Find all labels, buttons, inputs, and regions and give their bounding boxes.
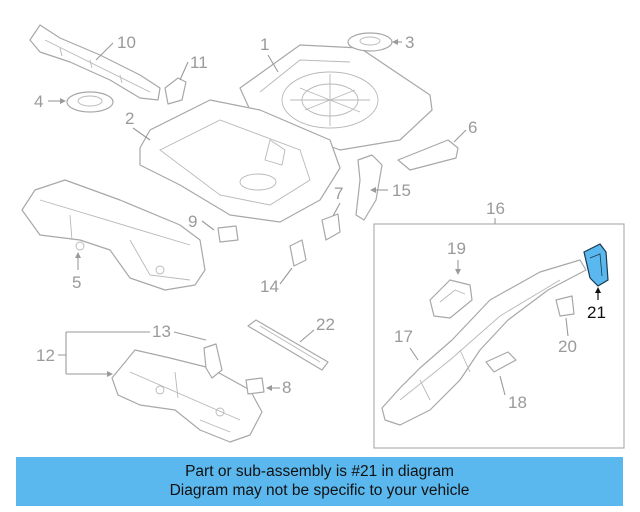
leader-6 [453, 129, 467, 143]
callout-19: 19 [447, 239, 466, 258]
callout-8: 8 [282, 378, 291, 397]
leader-7 [332, 202, 341, 217]
part-20-bracket[interactable] [555, 295, 575, 317]
arrow-3 [392, 39, 398, 45]
leader-2 [132, 127, 151, 141]
leader-12 [58, 331, 150, 375]
arrow-8 [266, 385, 272, 391]
parts-diagram: 10 11 4 1 3 2 6 [21, 24, 625, 449]
part-4-plug[interactable] [66, 91, 114, 113]
callout-15: 15 [392, 181, 411, 200]
part-6-panel[interactable] [397, 139, 459, 171]
callout-22: 22 [316, 315, 335, 334]
callout-2: 2 [125, 109, 134, 128]
info-banner: Part or sub-assembly is #21 in diagram D… [16, 457, 623, 506]
arrow-21 [595, 287, 601, 293]
callout-11: 11 [190, 53, 208, 72]
part-10-cross-member[interactable] [29, 24, 161, 101]
part-17-side-rail[interactable] [381, 259, 587, 426]
leader-11 [179, 61, 189, 81]
arrow-15 [370, 187, 376, 193]
callout-1: 1 [260, 35, 269, 54]
part-8-clip[interactable] [245, 377, 265, 395]
banner-line-2: Diagram may not be specific to your vehi… [169, 482, 470, 499]
callout-7: 7 [334, 184, 343, 203]
part-3-cover[interactable] [347, 32, 393, 52]
callout-18: 18 [508, 393, 527, 412]
part-9-clip[interactable] [217, 225, 239, 243]
arrow-5 [75, 252, 81, 258]
part-19-panel[interactable] [429, 279, 473, 319]
part-14-bracket[interactable] [289, 239, 307, 267]
callout-16: 16 [486, 199, 505, 218]
callout-5: 5 [72, 273, 81, 292]
leader-22 [299, 329, 315, 343]
callout-4: 4 [34, 92, 43, 111]
part-5-cross-member[interactable] [21, 179, 206, 291]
arrow-4 [60, 98, 66, 104]
part-7-bracket[interactable] [321, 213, 341, 241]
leader-1 [267, 54, 279, 73]
part-18-bracket[interactable] [485, 351, 517, 373]
callout-14: 14 [260, 277, 279, 296]
leader-9 [201, 220, 215, 231]
part-2-floor-pan[interactable] [139, 99, 341, 223]
part-13-bracket[interactable] [203, 343, 223, 379]
arrow-12 [107, 371, 113, 377]
leader-10 [95, 42, 114, 61]
banner-line-1: Part or sub-assembly is #21 in diagram [185, 463, 454, 480]
leader-14 [279, 267, 293, 285]
callout-20: 20 [558, 337, 577, 356]
part-12-cross-member-assembly[interactable] [111, 349, 263, 443]
part-22-bar[interactable] [247, 319, 329, 371]
group-16-box [373, 223, 625, 449]
leader-20 [565, 317, 569, 337]
callout-12: 12 [36, 346, 55, 365]
leader-18 [499, 375, 506, 396]
callout-17: 17 [394, 327, 413, 346]
callout-10: 10 [117, 33, 136, 52]
callout-13: 13 [152, 322, 171, 341]
callout-6: 6 [468, 118, 477, 137]
part-15-bracket[interactable] [355, 154, 383, 221]
callout-21: 21 [587, 303, 606, 322]
leader-17 [409, 347, 419, 361]
leader-13 [173, 331, 207, 341]
callout-9: 9 [188, 212, 197, 231]
part-11-bracket[interactable] [164, 77, 187, 105]
arrow-19 [455, 269, 461, 275]
part-21-highlighted[interactable] [583, 243, 609, 287]
callout-3: 3 [405, 33, 414, 52]
